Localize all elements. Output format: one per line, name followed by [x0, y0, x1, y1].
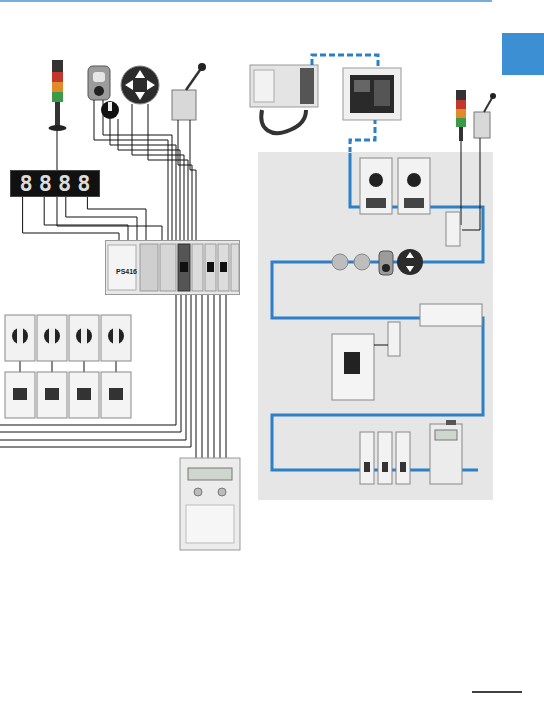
signal-wire [87, 197, 146, 240]
limit-switch [474, 93, 496, 138]
circuit-breaker [332, 304, 482, 400]
signal-wire [44, 197, 128, 240]
display-digits: 8888 [14, 172, 97, 196]
limit-switch [172, 63, 206, 120]
io-module [446, 212, 460, 246]
fieldbus-area [258, 152, 493, 500]
starter-row [360, 432, 410, 484]
signal-tower [456, 90, 466, 141]
frequency-inverter [430, 420, 462, 484]
signal-tower [49, 60, 67, 131]
section-tab [502, 33, 544, 75]
footer-rule [472, 691, 522, 693]
bus-link [312, 55, 378, 153]
plc-rack [105, 240, 240, 295]
touch-panel [343, 68, 401, 120]
header-rule [0, 0, 492, 2]
compact-plc [250, 65, 318, 133]
signal-wire [66, 197, 137, 240]
field-wires [461, 138, 480, 230]
model-label: PS416 [116, 268, 137, 276]
starter-pair [360, 158, 430, 214]
motor-starters [5, 315, 131, 418]
output-wires [0, 295, 226, 458]
frequency-inverter [180, 458, 240, 550]
pushbutton [88, 66, 110, 100]
seven-segment-display: 8888 [10, 170, 100, 197]
signal-wire [23, 197, 119, 240]
bus-pushbuttons [332, 249, 423, 275]
fieldbus-line [272, 153, 483, 470]
selector-switch [101, 101, 119, 119]
joystick [121, 66, 159, 104]
plc-box: PS416 [105, 240, 240, 295]
